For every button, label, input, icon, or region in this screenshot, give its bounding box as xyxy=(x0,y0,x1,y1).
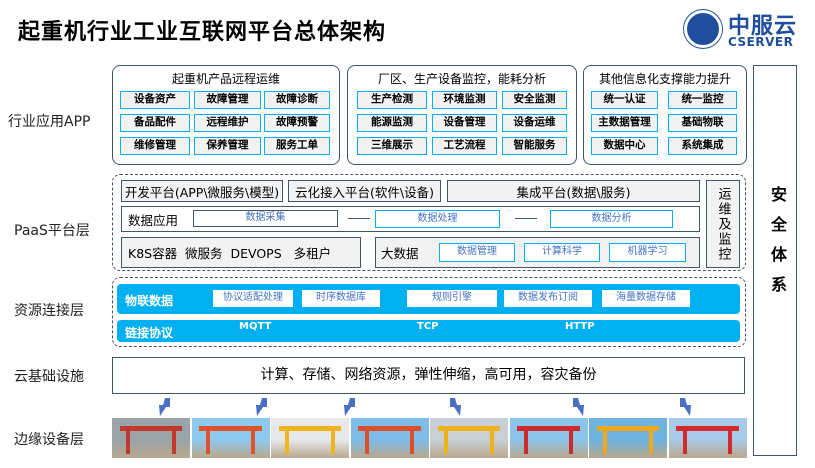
lightning-connection-icon xyxy=(573,398,584,416)
cloud-infrastructure: 计算、存储、网络资源，弹性伸缩，高可用，容灾备份 xyxy=(112,357,745,394)
page-title: 起重机行业工业互联网平台总体架构 xyxy=(18,20,387,45)
group-title: 其他信息化支撑能力提升 xyxy=(598,72,731,86)
app-module: 设备资产 xyxy=(120,91,190,109)
iot-item: 协议适配处理 xyxy=(213,290,293,307)
dev-platform: 开发平台(APP\微服务\模型) xyxy=(121,180,283,202)
app-module: 远程维护 xyxy=(194,114,261,132)
app-module: 基础物联 xyxy=(668,114,737,132)
logo-en: CSERVER xyxy=(728,35,794,49)
layer-label-paas: PaaS平台层 xyxy=(14,223,90,239)
app-module: 数据中心 xyxy=(591,137,658,155)
app-module: 设备管理 xyxy=(432,114,497,132)
app-module: 故障管理 xyxy=(194,91,261,109)
app-module: 三维展示 xyxy=(357,137,427,155)
app-module: 设备运维 xyxy=(502,114,567,132)
layer-label-cloud: 云基础设施 xyxy=(14,369,84,385)
container-infra: K8S容器 微服务 DEVOPS 多租户 xyxy=(121,237,361,268)
iot-item: 数据发布订阅 xyxy=(504,290,592,307)
iot-item: 海量数据存储 xyxy=(602,290,690,307)
crane-photo xyxy=(191,418,270,458)
arrow-right-icon xyxy=(515,218,537,219)
lightning-connection-icon xyxy=(680,398,691,416)
app-module: 统一认证 xyxy=(591,91,658,109)
logo-cn: 中服云 xyxy=(728,14,798,39)
big-data-label: 大数据 xyxy=(381,246,419,261)
app-module: 保养管理 xyxy=(194,137,261,155)
layer-label-resource: 资源连接层 xyxy=(14,303,84,319)
crane-photo xyxy=(112,418,190,458)
group-title: 厂区、生产设备监控，能耗分析 xyxy=(377,72,546,86)
arrow-right-icon xyxy=(348,218,370,219)
crane-photo xyxy=(509,418,588,458)
computing-science: 计算科学 xyxy=(524,243,600,262)
security-system: 安全体系 xyxy=(753,65,797,456)
iot-data-bar: 物联数据 协议适配处理 时序数据库 规则引擎 数据发布订阅 海量数据存储 xyxy=(117,284,740,314)
layer-label-app: 行业应用APP xyxy=(8,114,91,130)
protocol-item: MQTT xyxy=(239,321,272,332)
app-module: 安全监测 xyxy=(502,91,567,109)
layer-label-edge: 边缘设备层 xyxy=(14,432,84,448)
app-module: 服务工单 xyxy=(264,137,330,155)
crane-photo xyxy=(271,418,349,458)
app-module: 主数据管理 xyxy=(591,114,658,132)
app-module: 工艺流程 xyxy=(432,137,497,155)
lightning-connection-icon xyxy=(159,398,170,416)
iot-item: 时序数据库 xyxy=(302,290,380,307)
protocol-item: HTTP xyxy=(565,321,595,332)
resource-layer xyxy=(112,277,746,347)
integration-platform: 集成平台(数据\服务) xyxy=(447,180,700,202)
app-module: 能源监测 xyxy=(357,114,427,132)
crane-photo xyxy=(350,418,429,458)
iot-item: 规则引擎 xyxy=(407,290,497,307)
app-module: 系统集成 xyxy=(668,137,737,155)
cloud-access-platform: 云化接入平台(软件\设备) xyxy=(288,180,441,202)
iot-data-label: 物联数据 xyxy=(125,294,174,308)
step-data-processing: 数据处理 xyxy=(375,210,500,228)
logo: 中服云 CSERVER xyxy=(684,8,810,50)
lightning-connection-icon xyxy=(256,398,267,416)
logo-emblem-icon xyxy=(684,10,722,48)
data-app-label: 数据应用 xyxy=(128,212,179,228)
app-module: 统一监控 xyxy=(668,91,737,109)
app-module: 备品配件 xyxy=(120,114,190,132)
ops-label: 运维及监控 xyxy=(715,186,731,262)
app-module: 维修管理 xyxy=(120,137,190,155)
protocol-label: 链接协议 xyxy=(125,326,174,340)
paas-layer xyxy=(112,174,746,271)
app-module: 智能服务 xyxy=(502,137,567,155)
step-data-analysis: 数据分析 xyxy=(550,210,673,228)
crane-photo xyxy=(589,418,667,458)
app-module: 环境监测 xyxy=(432,91,497,109)
lightning-connection-icon xyxy=(344,398,355,416)
app-module: 故障诊断 xyxy=(264,91,330,109)
data-management: 数据管理 xyxy=(439,243,515,262)
ops-monitoring: 运维及监控 xyxy=(706,180,740,268)
protocol-bar: 链接协议 MQTT TCP HTTP xyxy=(117,320,740,342)
crane-photo xyxy=(430,418,508,458)
lightning-connection-icon xyxy=(450,398,461,416)
crane-photo xyxy=(668,418,747,458)
step-data-collection: 数据采集 xyxy=(193,210,338,227)
security-label: 安全体系 xyxy=(768,186,787,306)
machine-learning: 机器学习 xyxy=(609,243,686,262)
app-module: 故障预警 xyxy=(264,114,330,132)
group-title: 起重机产品远程运维 xyxy=(171,72,280,86)
protocol-item: TCP xyxy=(417,321,439,332)
app-module: 生产检测 xyxy=(357,91,427,109)
